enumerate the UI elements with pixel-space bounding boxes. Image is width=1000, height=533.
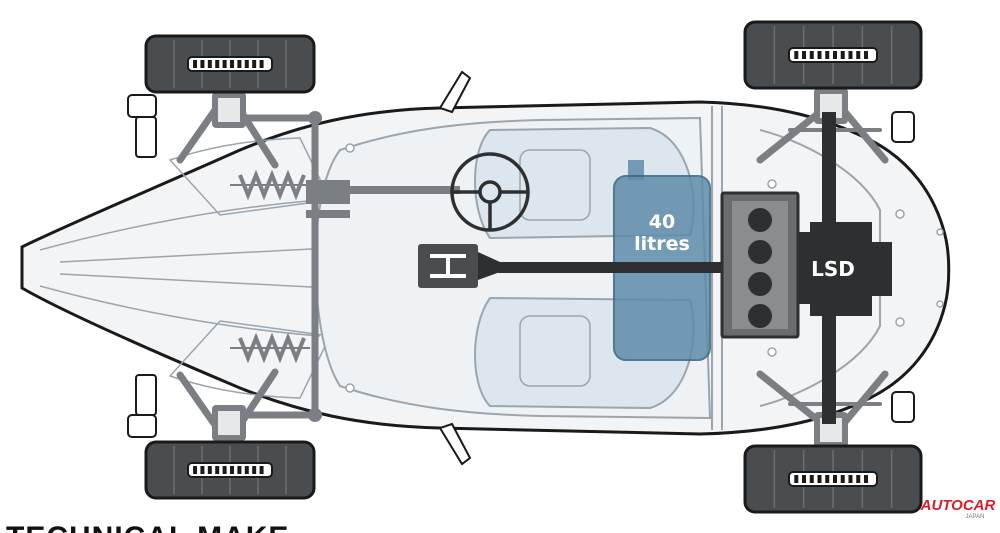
rear-suspension [756, 108, 889, 426]
nose-lines [39, 199, 331, 337]
left-windscreen-fin [438, 70, 472, 114]
fuel-capacity-unit: litres [634, 233, 690, 255]
front-left-duct [127, 94, 157, 158]
right-windscreen-fin [438, 422, 472, 466]
front-right-upright [212, 405, 246, 441]
caption-text: TECHNICAL MAKE [6, 521, 289, 533]
autocar-watermark: AUTOCAR [920, 497, 996, 514]
rear-brake-ducts [891, 111, 915, 423]
engine-cylinder-1 [748, 208, 772, 232]
engine-cylinder-2 [748, 240, 772, 264]
engine-cylinder-3 [748, 272, 772, 296]
engine-block [720, 191, 800, 339]
rear-right-tyre [743, 444, 923, 514]
engine-cylinder-4 [748, 304, 772, 328]
lsd-label: LSD [811, 257, 855, 281]
front-right-duct [127, 374, 157, 438]
steering-column [350, 186, 460, 194]
tyres [144, 20, 923, 514]
front-left-upright [212, 92, 246, 128]
front-right-spring [230, 332, 310, 364]
front-right-tyre [144, 440, 316, 500]
body-fixings [345, 143, 944, 393]
front-crossmember [306, 111, 350, 422]
rear-left-tyre [743, 20, 923, 90]
fuel-capacity-value: 40 [649, 211, 675, 233]
lsd-differential [810, 222, 892, 316]
steering-wheel [450, 152, 530, 232]
front-left-tyre [144, 34, 316, 94]
autocar-watermark-region: JAPAN [966, 514, 985, 520]
front-left-spring [230, 169, 310, 201]
propshaft [498, 262, 724, 273]
fuel-tank [613, 160, 711, 361]
gearbox [418, 244, 500, 288]
